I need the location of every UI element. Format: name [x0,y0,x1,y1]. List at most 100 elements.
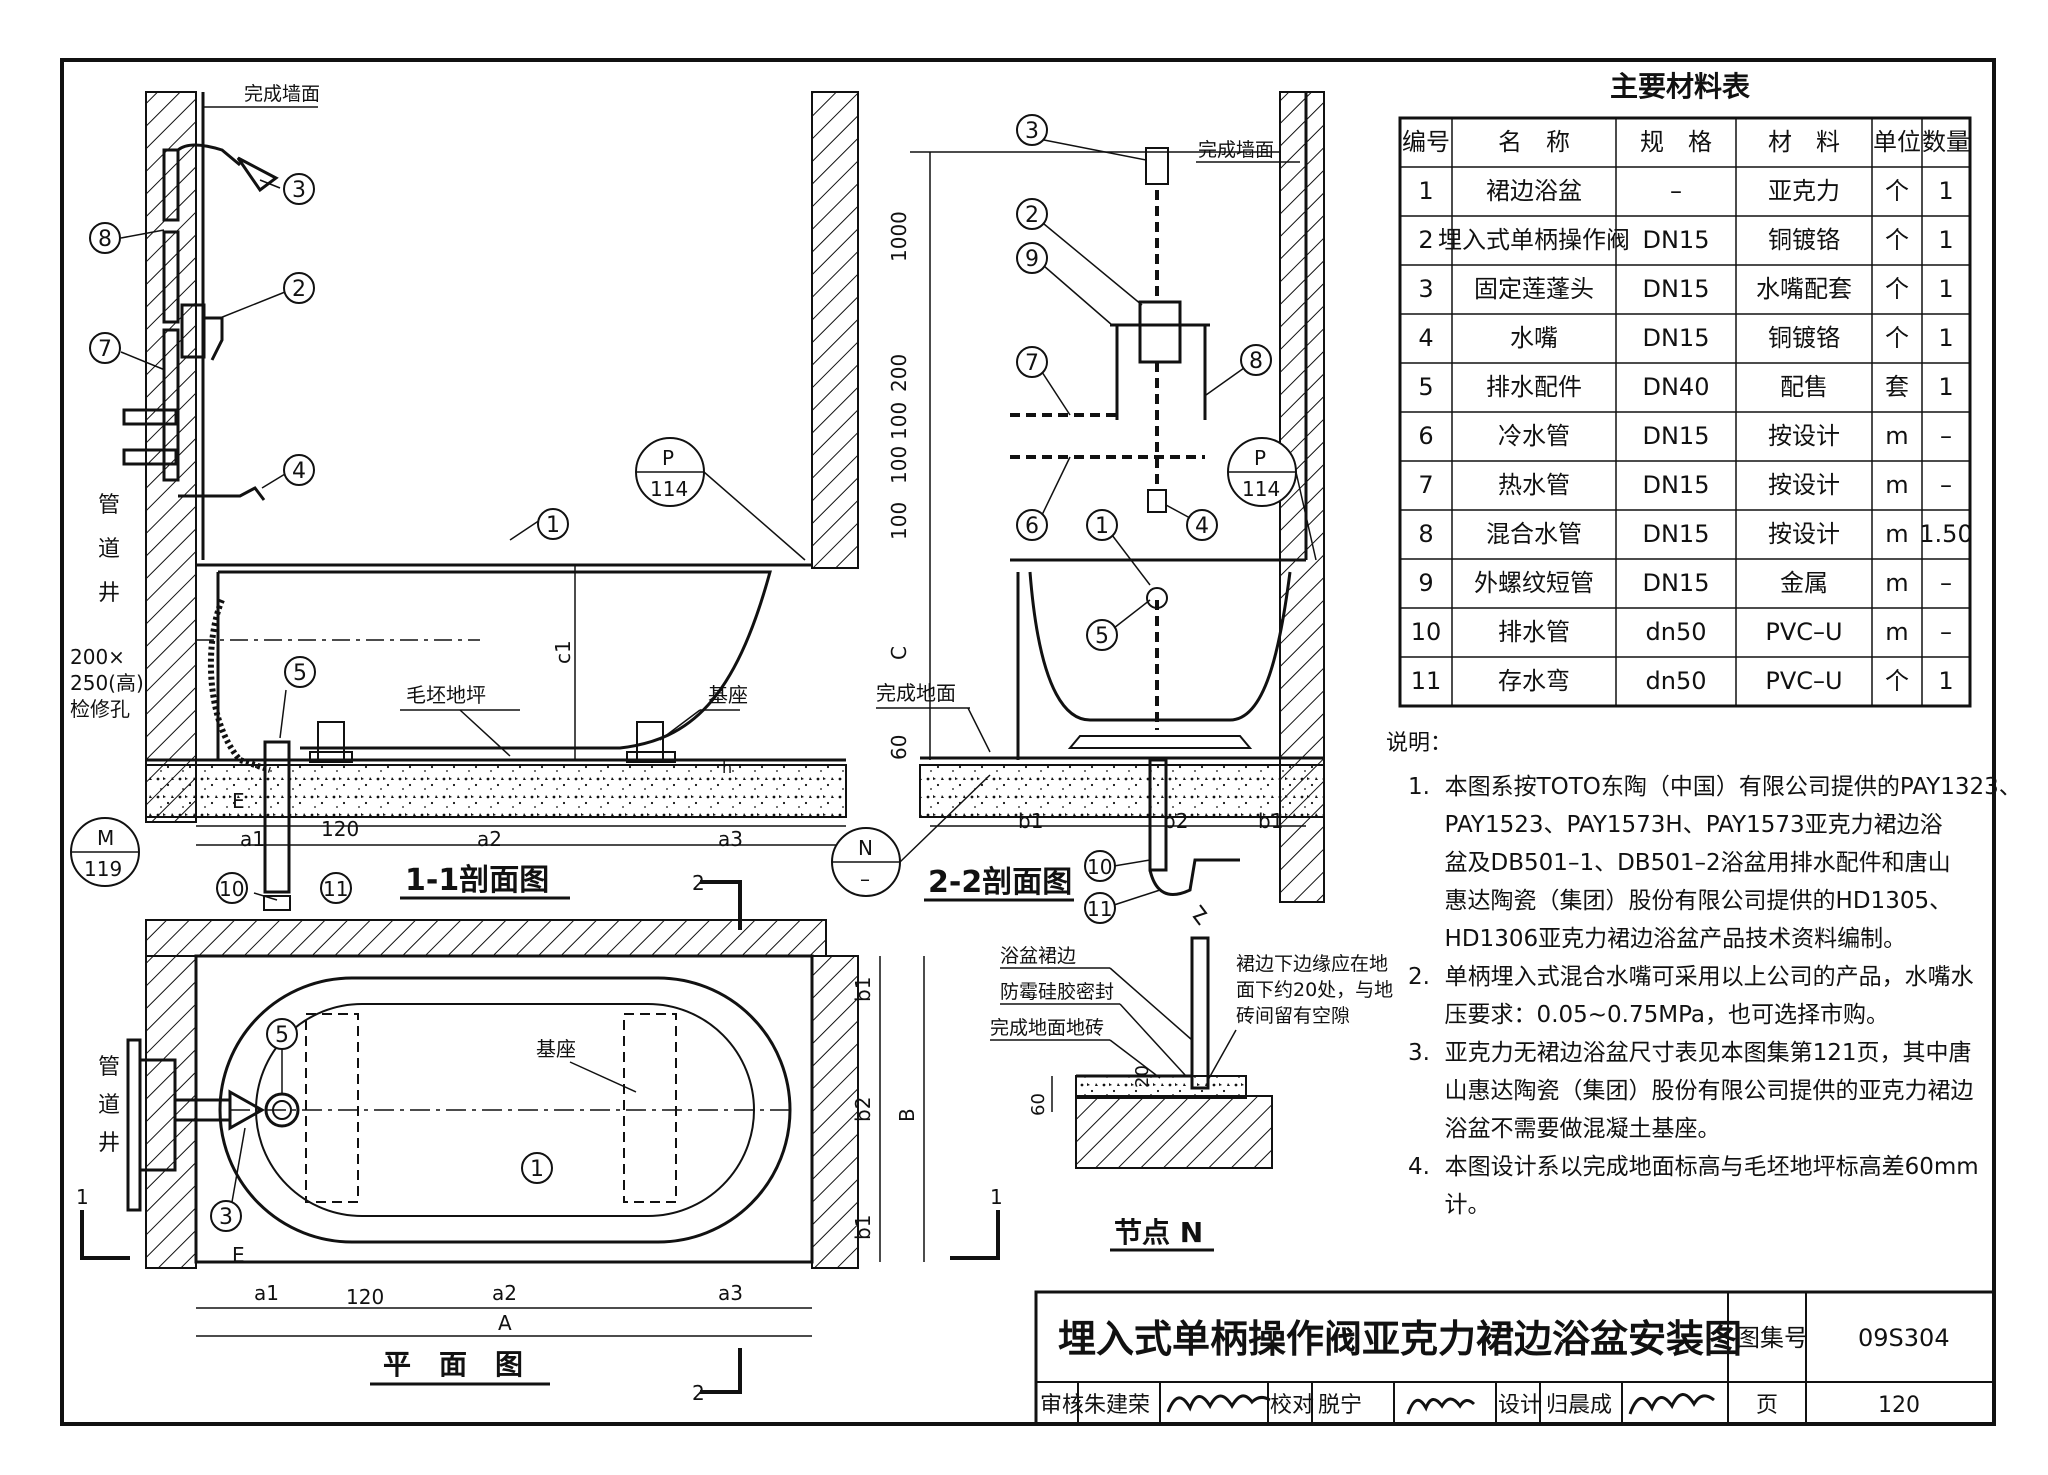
access-hole-l1: 200× [70,645,125,669]
finished-floor-label: 完成地面 [876,681,956,705]
table-cell: 按设计 [1768,520,1840,548]
atlas-label: 图集号 [1736,1324,1808,1352]
ref-m-bottom: 119 [84,857,122,881]
dim-a1-1: a1 [240,827,265,851]
dim-a3-1: a3 [718,827,743,851]
checker-name: 脱宁 [1318,1393,1362,1418]
dim-100-a: 100 [887,402,911,440]
table-cell: 存水弯 [1498,667,1570,695]
note-line: HD1306亚克力裙边浴盆产品技术资料编制。 [1408,926,1906,952]
dim-a1-2: a1 [254,1281,279,1305]
dim-b1-plan-bottom: b1 [851,1215,875,1240]
checker-signature [1406,1397,1476,1415]
dim-c: C [887,646,911,660]
dim-a2-2: a2 [492,1281,517,1305]
table-cell: m [1885,471,1908,499]
callout-3-b: 3 [1025,119,1039,144]
table-cell: – [1940,569,1952,597]
table-cell: 1 [1418,177,1433,205]
materials-table-title: 主要材料表 [1610,70,1750,103]
reviewer-signature [1166,1394,1271,1413]
table-cell: 个 [1885,226,1909,254]
table-cell: 个 [1885,667,1909,695]
reviewer-name: 朱建荣 [1084,1393,1150,1418]
callout-6-b: 6 [1025,514,1039,539]
table-cell: PVC–U [1765,667,1842,695]
base-label-1: 基座 [708,683,748,707]
table-header: 编号 [1402,128,1450,156]
view-title-1-1: 1-1剖面图 [405,863,549,898]
table-cell: 铜镀铬 [1768,324,1840,352]
table-cell: 5 [1418,373,1433,401]
atlas-number: 09S304 [1858,1324,1950,1352]
table-cell: 裙边浴盆 [1486,177,1582,205]
callout-7-b: 7 [1025,351,1039,376]
cut-mark-2-bottom: 2 [692,1381,705,1405]
note-line: 计。 [1408,1192,1491,1218]
table-cell: – [1670,177,1682,205]
skirt-note-3: 砖间留有空隙 [1236,1005,1350,1027]
table-cell: 配售 [1780,373,1828,401]
notes-heading: 说明： [1386,731,1452,756]
table-cell: dn50 [1646,667,1707,695]
dim-b1-plan-top: b1 [851,977,875,1002]
callout-3: 3 [292,178,306,203]
table-cell: DN15 [1643,226,1710,254]
review-label: 审核 [1040,1393,1084,1418]
table-cell: 1 [1938,226,1953,254]
note-line: 浴盆不需要做混凝土基座。 [1408,1116,1721,1142]
table-cell: – [1940,618,1952,646]
sealant-label: 防霉硅胶密封 [1000,981,1114,1003]
table-cell: 混合水管 [1486,520,1582,548]
table-cell: 1.50 [1919,520,1972,548]
table-cell: DN15 [1643,275,1710,303]
table-cell: 6 [1418,422,1433,450]
page-label: 页 [1756,1393,1778,1418]
dim-100-c: 100 [887,502,911,540]
view-title-node-n: 节点 N [1114,1216,1203,1249]
dim-b-total: B [895,1108,919,1122]
shaft-plan-3: 井 [98,1131,120,1156]
table-cell: PVC–U [1765,618,1842,646]
dim-c1: c1 [551,640,575,664]
shaft-label-2: 道 [98,537,120,562]
ref-p-bottom-2: 114 [1242,477,1280,501]
callout-11-b: 11 [1087,897,1112,921]
dim-b2-plan: b2 [851,1097,875,1122]
table-cell: m [1885,569,1908,597]
callout-10-b: 10 [1087,855,1112,879]
table-cell: 个 [1885,177,1909,205]
section-2-2: 1000 200 100 100 100 C 60 b1 b2 b1 3 完成墙… [831,91,1325,924]
callout-8: 8 [98,227,112,252]
table-cell: 冷水管 [1498,422,1570,450]
callout-5-c: 5 [275,1023,289,1048]
access-hole-l3: 检修孔 [70,697,130,721]
table-cell: 1 [1938,275,1953,303]
drawing-title: 埋入式单柄操作阀亚克力裙边浴盆安装图 [1058,1317,1742,1361]
callout-5-b: 5 [1095,624,1109,649]
table-cell: 金属 [1780,569,1828,597]
table-cell: DN15 [1643,569,1710,597]
table-header: 数量 [1922,128,1970,156]
table-header: 材 料 [1768,128,1840,156]
ref-p-top-2: P [1254,446,1266,470]
plan-view: E a1 120 a2 a3 A b1 b2 b1 B 管 道 井 5 3 1 … [76,919,1003,1405]
view-title-plan: 平 面 图 [383,1348,523,1381]
table-cell: 3 [1418,275,1433,303]
table-cell: 排水配件 [1486,373,1582,401]
dim-b1-b: b1 [1258,809,1283,833]
table-cell: 铜镀铬 [1768,226,1840,254]
dim-200: 200 [887,354,911,392]
skirt-note-2: 面下约20处，与地 [1236,979,1393,1001]
finished-wall-label-2: 完成墙面 [1198,139,1274,161]
table-cell: 1 [1938,324,1953,352]
note-line: PAY1523、PAY1573H、PAY1573亚克力裙边浴 [1408,812,1943,838]
callout-5: 5 [293,661,307,686]
dim-a2-1: a2 [477,827,502,851]
note-line: 1. 本图系按TOTO东陶（中国）有限公司提供的PAY1323、 [1408,774,2022,800]
dim-60-a: 60 [887,735,911,760]
callout-1-b: 1 [1095,514,1109,539]
rough-floor-label-1: 毛坯地坪 [406,683,486,707]
callout-9-b: 9 [1025,247,1039,272]
